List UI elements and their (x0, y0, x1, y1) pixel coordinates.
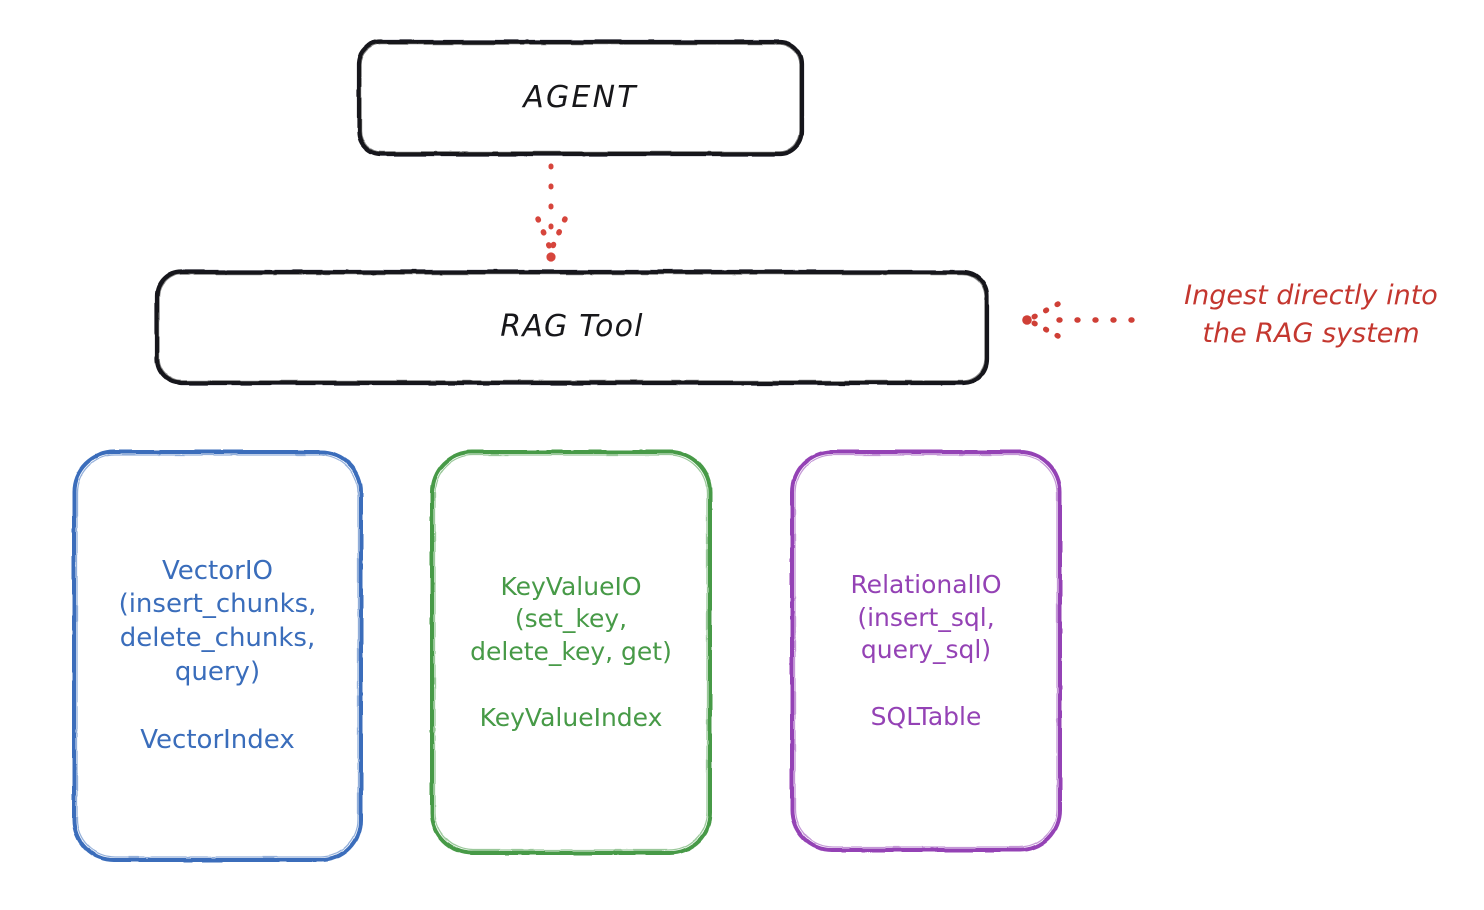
relational-io-line-2: (insert_sql, (857, 602, 995, 632)
node-key-value-io[interactable]: KeyValueIO (set_key, delete_key, get) Ke… (430, 450, 712, 855)
relational-box-outline (790, 450, 1062, 852)
agent-label: AGENT (523, 79, 638, 115)
rag-tool-box-outline (154, 269, 990, 386)
relational-io-line-1: RelationalIO (850, 570, 1002, 599)
vector-io-line-2: (insert_chunks, (118, 589, 317, 620)
annotation-ingest-line-2: the RAG system (1202, 318, 1420, 350)
connector-ingest-to-rag-tool (1022, 301, 1135, 339)
annotation-ingest: Ingest directly into the RAG system (1146, 277, 1476, 354)
vector-index-label: VectorIndex (140, 724, 295, 755)
vector-box-outline (72, 450, 363, 862)
rag-tool-label: RAG Tool (500, 309, 644, 345)
node-agent[interactable]: AGENT (357, 40, 804, 156)
keyvalue-box-outline (430, 450, 712, 855)
connector-agent-to-rag-tool (535, 163, 568, 262)
sql-table-label: SQLTable (870, 701, 982, 731)
key-value-io-line-3: delete_key, get) (470, 636, 672, 666)
key-value-index-label: KeyValueIndex (479, 703, 663, 732)
node-rag-tool[interactable]: RAG Tool (155, 270, 989, 385)
key-value-io-line-1: KeyValueIO (500, 571, 642, 601)
vector-io-body: VectorIO (insert_chunks, delete_chunks, … (72, 555, 363, 758)
node-relational-io[interactable]: RelationalIO (insert_sql, query_sql) SQL… (790, 450, 1062, 852)
vector-io-line-3: delete_chunks, (119, 623, 316, 654)
vector-io-line-1: VectorIO (162, 555, 273, 586)
node-vector-io[interactable]: VectorIO (insert_chunks, delete_chunks, … (72, 450, 363, 862)
vector-io-line-4: query) (174, 656, 261, 687)
relational-io-line-3: query_sql) (860, 635, 992, 664)
relational-io-body: RelationalIO (insert_sql, query_sql) SQL… (790, 569, 1062, 733)
agent-box-outline (356, 39, 805, 157)
key-value-io-body: KeyValueIO (set_key, delete_key, get) Ke… (430, 571, 712, 735)
key-value-io-line-2: (set_key, (514, 604, 628, 633)
annotation-ingest-line-1: Ingest directly into (1184, 280, 1438, 311)
